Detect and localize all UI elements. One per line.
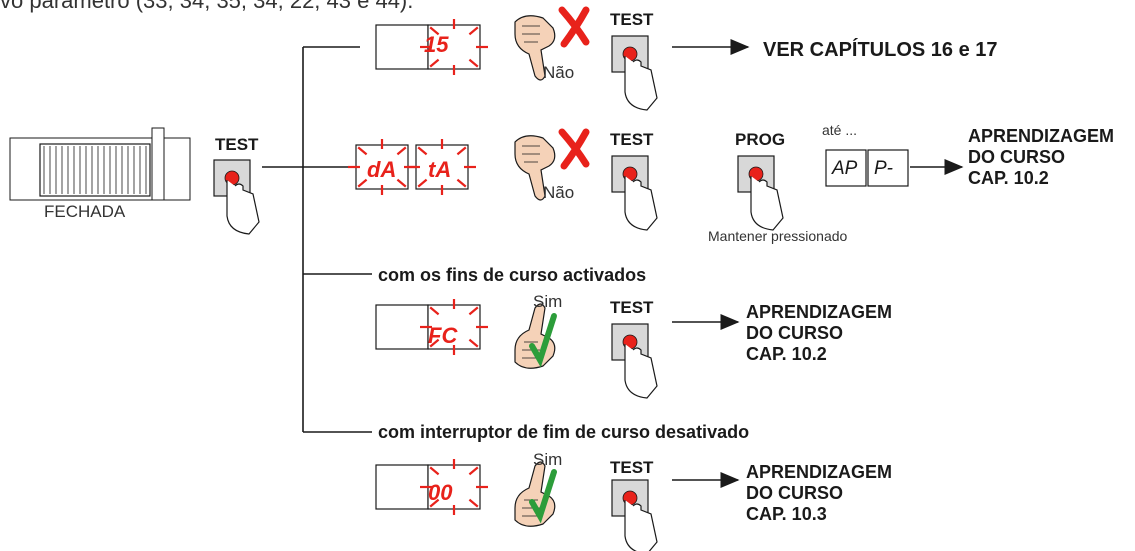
blink-rays-icon xyxy=(408,139,476,195)
test-label: TEST xyxy=(610,458,654,477)
display-frame xyxy=(375,304,429,350)
until-display-frame xyxy=(867,149,909,187)
test-label: TEST xyxy=(610,10,654,29)
red-x-icon xyxy=(558,6,590,48)
gate-icon xyxy=(9,127,191,201)
result-learning: APRENDIZAGEM DO CURSO CAP. 10.2 xyxy=(968,126,1115,188)
start-test-label: TEST xyxy=(215,135,259,154)
display-code-15: 15 xyxy=(424,32,449,57)
blink-rays-icon xyxy=(420,299,488,355)
start-button-icon xyxy=(213,159,260,235)
green-check-icon xyxy=(529,313,557,368)
gesture-label-yes: Sim xyxy=(533,450,563,469)
connector-lines xyxy=(262,39,964,488)
display-code-ta: tA xyxy=(428,157,452,182)
display-frame xyxy=(375,464,429,510)
display-code-ap: AP xyxy=(832,158,858,179)
display-code-da: dA xyxy=(367,157,397,182)
test-label: TEST xyxy=(610,298,654,317)
condition-label: com interruptor de fim de curso desativa… xyxy=(378,422,750,442)
gate-state-label: FECHADA xyxy=(44,202,126,221)
result-learning: APRENDIZAGEM DO CURSO CAP. 10.3 xyxy=(746,462,893,524)
until-display-frame xyxy=(825,149,867,187)
test-button-icon xyxy=(611,35,658,111)
until-label: até ... xyxy=(822,122,858,138)
gesture-label-yes: Sim xyxy=(533,292,563,311)
blink-rays-icon xyxy=(420,19,488,75)
intro-text: vo parâmetro (33, 34, 35, 34, 22, 43 e 4… xyxy=(0,0,414,13)
prog-label: PROG xyxy=(735,130,786,149)
test-button-icon xyxy=(611,155,658,231)
diagram-shapes xyxy=(9,6,909,551)
blink-rays-icon xyxy=(420,459,488,515)
test-button-icon xyxy=(611,479,658,551)
gesture-label-no: Não xyxy=(543,183,575,202)
test-label: TEST xyxy=(610,130,654,149)
condition-label: com os fins de curso activados xyxy=(378,265,647,285)
display-code-fc: FC xyxy=(428,323,458,348)
green-check-icon xyxy=(529,469,557,524)
prog-note: Mantener pressionado xyxy=(708,228,848,244)
display-code-00: 00 xyxy=(428,480,453,505)
display-code-p: P- xyxy=(874,158,893,179)
thumbs-down-icon xyxy=(514,15,556,81)
gesture-label-no: Não xyxy=(543,63,575,82)
result-chapters: VER CAPÍTULOS 16 e 17 xyxy=(763,39,998,61)
result-learning: APRENDIZAGEM DO CURSO CAP. 10.2 xyxy=(746,302,893,364)
prog-button-icon xyxy=(737,155,784,231)
test-button-icon xyxy=(611,323,658,399)
thumbs-down-icon xyxy=(514,135,556,201)
red-x-icon xyxy=(558,128,590,170)
